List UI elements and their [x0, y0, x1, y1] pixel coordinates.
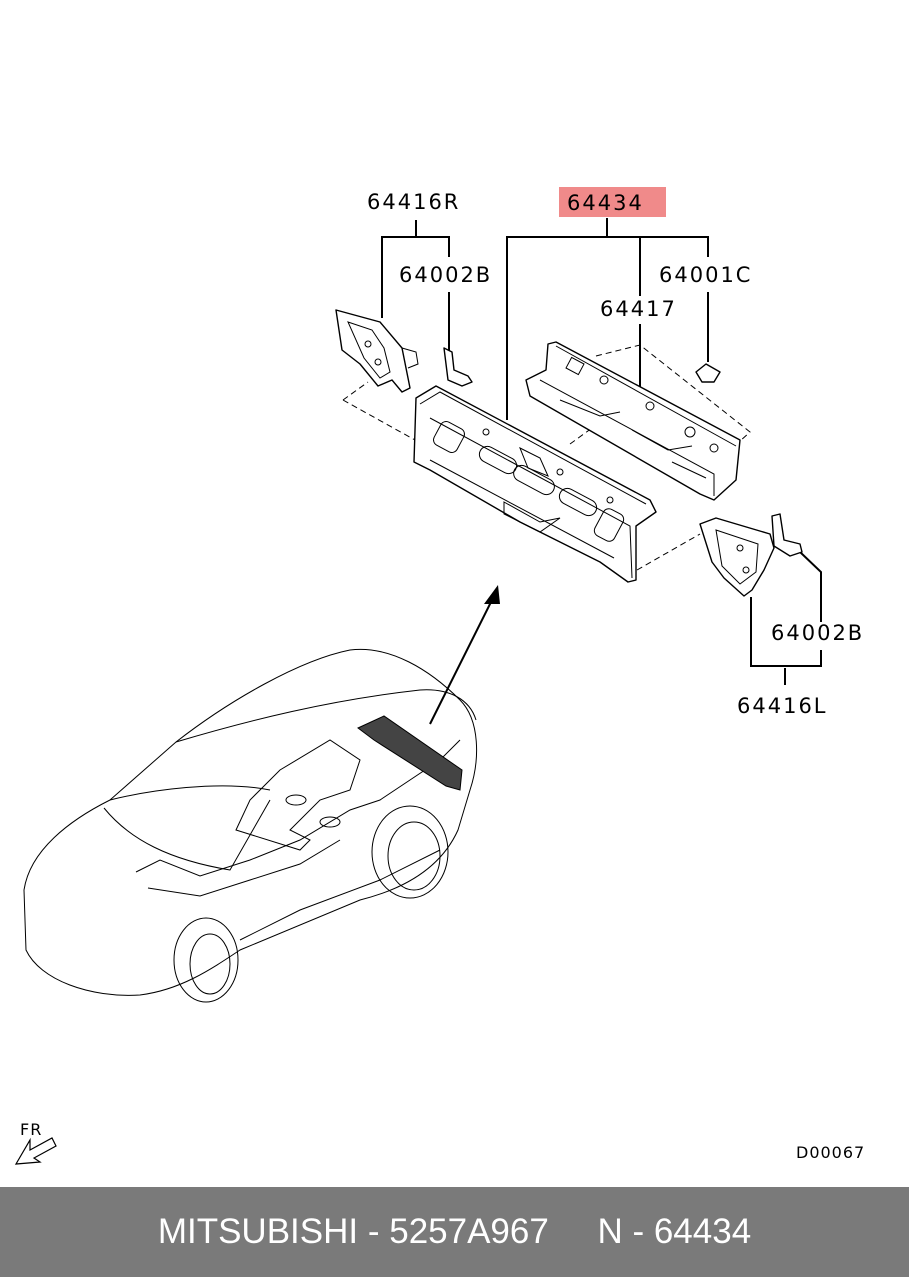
callout-64434[interactable]: 64434 — [567, 191, 644, 215]
car-outline — [23, 648, 478, 1003]
right-top-small-bracket-part — [695, 363, 721, 383]
rear-panel-part — [413, 385, 657, 583]
callout-64416L[interactable]: 64416L — [737, 694, 828, 718]
right-reinforcement-part — [699, 517, 775, 597]
footer-bar: MITSUBISHI - 5257A967 N - 64434 — [0, 1187, 909, 1277]
location-arrow — [429, 585, 500, 725]
callout-64001C[interactable]: 64001C — [659, 263, 752, 287]
front-arrow-icon — [14, 1137, 57, 1165]
left-small-bracket-part — [443, 347, 473, 387]
leader-lines — [381, 218, 822, 685]
callout-64417[interactable]: 64417 — [600, 297, 677, 321]
callout-64002B-right[interactable]: 64002B — [771, 621, 864, 645]
cross-member-part — [525, 341, 741, 501]
left-reinforcement-part — [335, 309, 419, 393]
callout-64002B-left[interactable]: 64002B — [399, 263, 492, 287]
parts-diagram: 64434 64416R 64002B 64001C 64417 64002B … — [14, 187, 865, 1165]
diagram-code: D00067 — [796, 1143, 865, 1162]
front-orientation-label: FR — [20, 1120, 42, 1139]
right-small-bracket-part — [771, 513, 803, 557]
callout-64416R[interactable]: 64416R — [367, 190, 460, 214]
callout-highlight-box — [559, 187, 666, 217]
footer-part-info: MITSUBISHI - 5257A967 N - 64434 — [157, 1212, 752, 1251]
